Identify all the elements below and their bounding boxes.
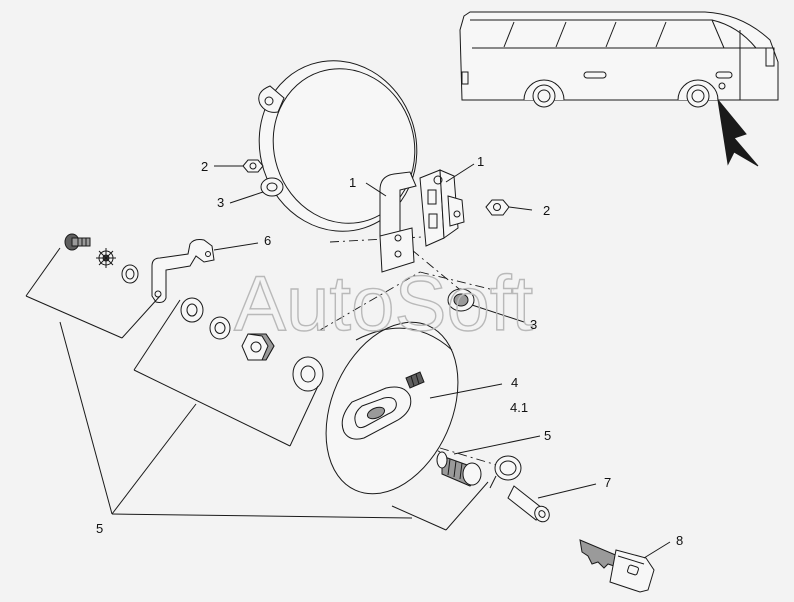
washer-left [260,177,284,197]
lock-pin [507,485,550,523]
lock-washer [209,316,231,340]
flat-washer-small [121,264,139,284]
callout-1-right: 1 [477,154,484,169]
filler-housing-ring [258,60,418,232]
callout-1-left: 1 [349,175,356,190]
callout-2-right: 2 [543,203,550,218]
callout-8: 8 [676,533,683,548]
callout-4: 4 [511,375,518,390]
callout-4-1: 4.1 [510,400,528,415]
latch-arm [151,239,215,303]
bus-side-view-icon [459,11,779,108]
group-bracket-lines [25,247,489,531]
callout-3-left: 3 [217,195,224,210]
hex-nut-large [241,333,275,361]
hex-nut-left [242,159,264,173]
key-icon [579,539,655,593]
callout-2-left: 2 [201,159,208,174]
leader-lines [59,163,671,559]
retaining-clip [489,455,522,489]
spacer-washer [180,297,204,323]
callout-7: 7 [604,475,611,490]
watermark-text: AutoSoft [234,259,534,347]
hinge-bracket [379,169,465,273]
callout-3-right: 3 [530,317,537,332]
callout-5-right: 5 [544,428,551,443]
screw-bolt [64,233,91,251]
callout-5-left: 5 [96,521,103,536]
location-arrow-icon [717,98,759,167]
callout-6: 6 [264,233,271,248]
washer-right [447,288,475,312]
fuel-flap-disc [325,321,459,495]
lock-cylinder [436,451,482,487]
hex-nut-right [485,199,510,216]
flat-washer-large [292,356,324,392]
callout-labels: 1 1 2 2 3 3 4 4.1 5 5 6 7 8 [96,154,683,548]
lock-washer-toothed [96,248,116,268]
